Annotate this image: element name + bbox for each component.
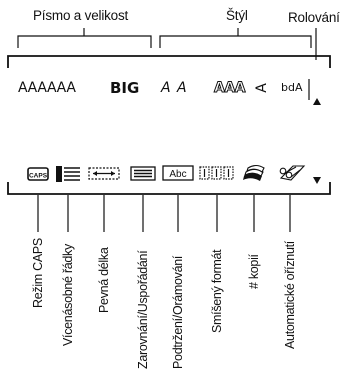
caps-icon: CAPS — [27, 167, 49, 181]
outline-sample: AAA — [213, 80, 246, 97]
caps-mode-label: Režim CAPS — [31, 238, 45, 308]
multiline-icon — [56, 166, 80, 182]
caps-icon-text: CAPS — [29, 173, 48, 180]
copies-icon — [243, 164, 265, 181]
scroll-label: Rolování — [288, 10, 340, 25]
scissors-icon — [279, 165, 306, 181]
underline-box-icon: Abc — [162, 165, 194, 181]
big-sample: BIG — [110, 79, 140, 97]
alignment-icon — [130, 166, 156, 181]
vertical-sample: bdA — [281, 81, 303, 94]
abc-box-text: Abc — [169, 169, 186, 180]
font-samples: AAAAAA — [18, 80, 76, 96]
multiline-label: Vícenásobné řádky — [61, 244, 75, 346]
auto-cut-label: Automatické oříznutí — [283, 241, 297, 349]
style-label: Štýl — [226, 8, 248, 23]
font-size-label: Písmo a velikost — [33, 8, 129, 23]
triangle-down-icon — [313, 177, 321, 184]
style-bracket — [159, 28, 312, 48]
underline-label: Podtržení/Orámování — [171, 255, 185, 369]
alignment-label: Zarovnání/Uspořádání — [136, 250, 150, 369]
leader-lines — [37, 195, 291, 232]
mixed-format-icon — [199, 166, 234, 180]
italic-sample: A A — [161, 80, 188, 96]
fixed-length-label: Pevná délka — [97, 247, 111, 314]
copies-label: # kopií — [247, 254, 261, 289]
lcd-frame — [7, 55, 331, 195]
fixed-length-icon — [88, 167, 120, 180]
mixed-format-label: Smíšený formát — [210, 249, 224, 333]
mirror-sample: A — [254, 83, 270, 93]
triangle-up-icon — [313, 98, 321, 105]
font-size-bracket — [17, 28, 152, 48]
